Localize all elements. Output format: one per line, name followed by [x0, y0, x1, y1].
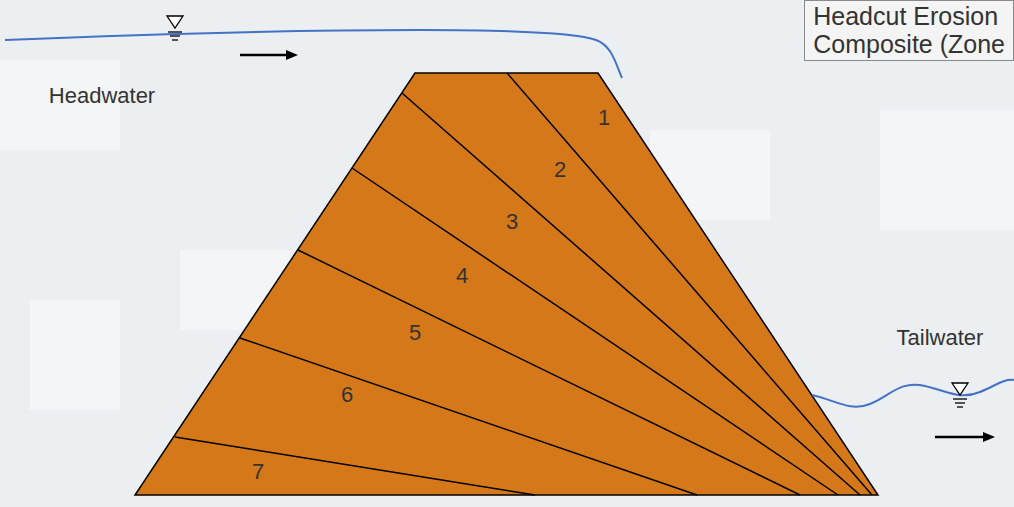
flow-arrow	[240, 50, 298, 60]
zone-boundary	[507, 73, 872, 495]
headwater-surface	[5, 30, 622, 78]
dam-body	[135, 73, 878, 495]
zone-boundary	[298, 250, 800, 495]
water-level-symbol	[167, 16, 183, 40]
zone-number: 7	[252, 461, 264, 483]
zone-boundaries	[175, 73, 872, 495]
zone-number: 2	[554, 159, 566, 181]
zone-number: 4	[456, 265, 468, 287]
background-block	[880, 110, 1014, 230]
zone-number: 6	[341, 384, 353, 406]
zone-boundary	[352, 168, 838, 495]
zone-boundary	[240, 338, 697, 495]
water-level-symbol	[952, 383, 968, 407]
zone-number: 3	[506, 211, 518, 233]
title-text: Headcut Erosion	[813, 3, 1005, 31]
zone-number: 5	[409, 322, 421, 344]
zone-boundary	[402, 93, 860, 495]
zone-number: 1	[598, 107, 610, 129]
title-text: Composite (Zone	[813, 31, 1005, 59]
title-box: Headcut ErosionComposite (Zone	[804, 0, 1014, 61]
tailwater-surface	[812, 380, 1014, 407]
water-label: Headwater	[49, 85, 155, 107]
flow-arrow	[935, 432, 995, 442]
background-block	[30, 300, 120, 410]
zone-boundary	[175, 437, 535, 495]
water-label: Tailwater	[897, 327, 984, 349]
